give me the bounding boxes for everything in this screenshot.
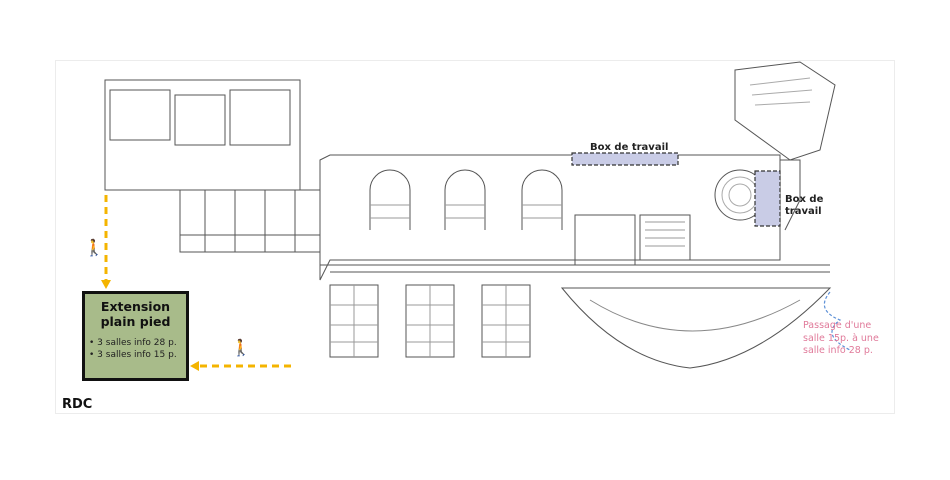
passage-outline (823, 291, 851, 351)
work-box-east (754, 170, 781, 227)
main-block (319, 154, 781, 281)
walking-person-icon: 🚶 (231, 338, 251, 357)
work-box-north-label: Box de travail (590, 142, 669, 153)
arrow-head-down (101, 280, 111, 289)
ne-auditorium (734, 61, 836, 161)
work-box-north (571, 152, 679, 166)
arrow-head-left (190, 361, 199, 371)
floor-plan-frame (55, 60, 895, 414)
west-classrooms (179, 189, 321, 253)
list-item: • 3 salles info 28 p. (89, 338, 177, 348)
list-item: • 3 salles info 15 p. (89, 350, 177, 360)
arc-building (560, 287, 832, 369)
walking-person-icon: 🚶 (84, 238, 104, 257)
west-wing (104, 79, 301, 191)
floor-label: RDC (62, 397, 93, 412)
extension-list: • 3 salles info 28 p. • 3 salles info 15… (85, 337, 186, 361)
